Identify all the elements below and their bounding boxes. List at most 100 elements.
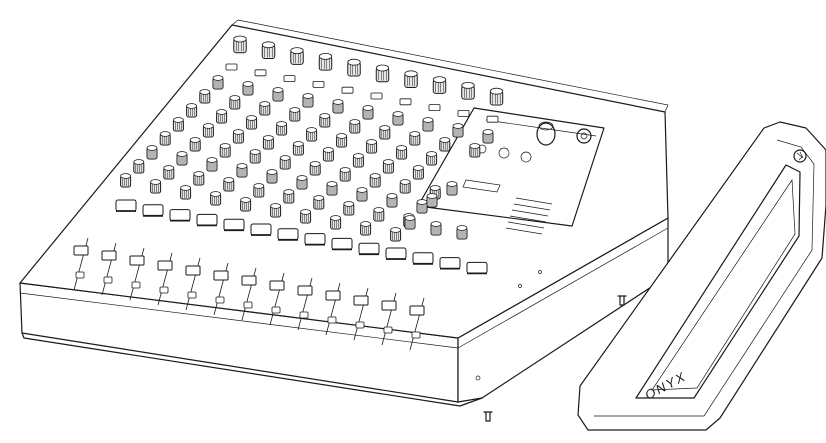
headphone-jack-icon [576,128,592,144]
large-button-icon [277,228,299,241]
running-man-logo-icon [793,149,807,163]
small-button-icon [131,281,141,289]
fader-cap-icon [101,250,117,261]
fader-cap-icon [269,280,285,291]
fader-cap-icon [353,295,369,306]
small-button-icon [159,286,169,294]
eq-knob-matrix [120,75,494,242]
knob-icon [469,143,481,158]
fader-cap-icon [157,260,173,271]
knob-icon [343,201,355,216]
knob-icon [233,35,247,54]
fader-cap-icon [185,265,201,276]
knob-icon [412,165,424,180]
gain-knob-row [233,35,504,106]
large-button-icon [358,242,380,255]
knob-icon [272,87,284,102]
small-button-icon [299,311,309,319]
knob-icon [366,139,378,154]
knob-icon [283,189,295,204]
button-rows [115,63,499,275]
knob-icon [223,177,235,192]
knob-icon [206,157,218,172]
knob-icon [240,197,252,212]
knob-icon [336,133,348,148]
knob-icon [253,183,265,198]
knob-icon [236,163,248,178]
knob-icon [279,155,291,170]
knob-icon [349,119,361,134]
knob-icon [482,129,494,144]
knob-icon [347,58,361,77]
large-button-icon [250,223,272,236]
knob-icon [356,187,368,202]
small-button-icon [327,316,337,324]
fader-cap-icon [409,305,425,316]
small-button-icon [271,306,281,314]
knob-icon [452,123,464,138]
knob-icon [489,87,504,106]
knob-icon [373,207,385,222]
knob-icon [322,147,334,162]
knob-icon [362,105,374,120]
small-button-icon [243,301,253,309]
knob-icon [352,153,364,168]
knob-icon [439,137,451,152]
large-button-icon [412,252,434,265]
knob-icon [219,143,231,158]
fader-cap-icon [129,255,145,266]
small-button-icon [254,69,267,77]
knob-icon [289,107,301,122]
knob-icon [232,129,244,144]
knob-icon [375,64,390,83]
fader-cap-icon [73,245,89,256]
level-meter [505,197,553,235]
knob-icon [426,151,438,166]
knob-icon [319,113,331,128]
small-button-icon [428,104,441,111]
knob-icon [249,149,261,164]
small-button-icon [187,291,197,299]
knob-icon [246,115,258,130]
knob-icon [409,131,421,146]
knob-icon [379,125,391,140]
knob-icon [186,103,198,118]
knob-icon [446,181,458,196]
small-button-icon [370,92,383,100]
fader-cap-icon [297,285,313,296]
knob-icon [133,159,145,174]
small-button-icon [283,75,296,82]
master-knob-icon [536,122,556,146]
knob-icon [261,41,276,60]
knob-icon [330,215,342,230]
large-button-icon [385,247,407,260]
knob-icon [369,173,381,188]
knob-icon [163,165,175,180]
knob-icon [266,169,278,184]
knob-icon [306,127,318,142]
knob-icon [296,175,308,190]
knob-icon [416,199,428,214]
knob-icon [180,185,192,200]
knob-icon [332,99,344,114]
knob-icon [199,89,211,104]
knob-icon [318,53,333,71]
knob-icon [430,221,442,236]
knob-icon [404,215,416,230]
large-button-icon [169,209,191,222]
fader-cap-icon [241,275,257,286]
small-button-icon [312,81,325,88]
knob-icon [326,181,338,196]
knob-icon [392,111,404,126]
knob-icon [189,137,201,152]
large-button-icon [331,237,353,250]
display-window [462,179,501,193]
knob-icon [146,145,158,160]
small-button-icon [225,63,238,71]
screw-icon [483,411,493,422]
small-button-icon [341,86,354,94]
large-button-icon [466,261,488,274]
knob-icon [210,191,222,206]
